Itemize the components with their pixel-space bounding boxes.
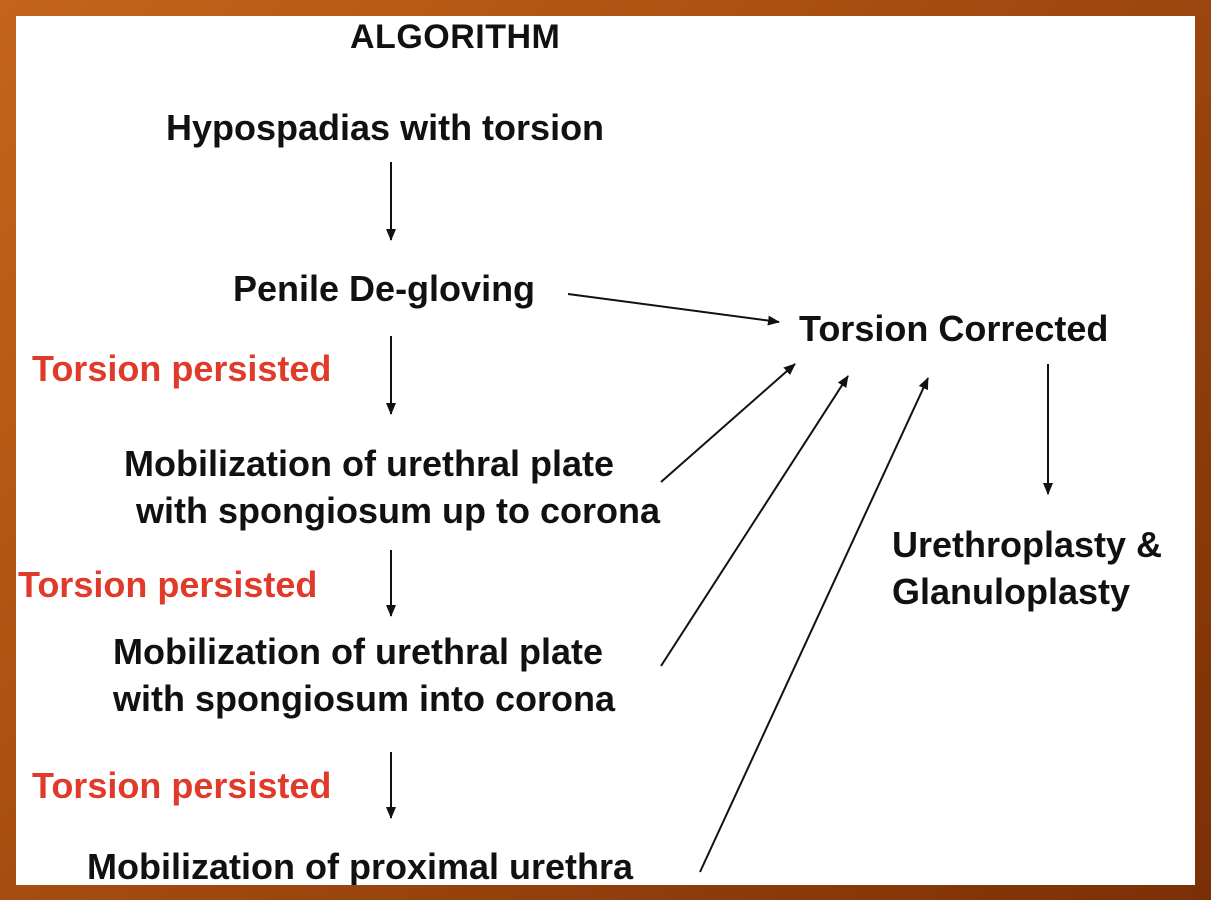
node-mobilization-1-line2: with spongiosum up to corona	[136, 490, 660, 531]
node-mobilization-2: Mobilization of urethral plate with spon…	[113, 628, 615, 722]
node-corrected: Torsion Corrected	[799, 308, 1109, 349]
diagram-title: ALGORITHM	[350, 18, 561, 56]
label-torsion-persisted-3: Torsion persisted	[32, 765, 332, 806]
arrow-mobilization-1-to-corrected	[660, 363, 796, 483]
arrow-degloving-to-corrected	[567, 293, 780, 326]
node-final: Urethroplasty & Glanuloplasty	[892, 521, 1162, 615]
slide: ALGORITHM Hypospadias with torsion Penil…	[16, 16, 1195, 885]
node-final-line1: Urethroplasty &	[892, 524, 1163, 565]
label-torsion-persisted-2: Torsion persisted	[18, 564, 318, 605]
node-mobilization-2-line1: Mobilization of urethral plate	[113, 631, 604, 672]
node-start: Hypospadias with torsion	[166, 107, 605, 148]
node-mobilization-2-line2: with spongiosum into corona	[113, 678, 615, 719]
node-mobilization-1: Mobilization of urethral plate with spon…	[124, 440, 660, 534]
label-torsion-persisted-1: Torsion persisted	[32, 348, 332, 389]
arrow-mobilization-3-to-corrected	[699, 377, 929, 873]
node-mobilization-3: Mobilization of proximal urethra	[87, 846, 634, 885]
node-final-line2: Glanuloplasty	[892, 571, 1131, 612]
arrow-mobilization-2-to-corrected	[660, 375, 849, 667]
flow-arrows	[386, 162, 1053, 873]
node-degloving: Penile De-gloving	[233, 268, 536, 309]
node-mobilization-1-line1: Mobilization of urethral plate	[124, 443, 615, 484]
